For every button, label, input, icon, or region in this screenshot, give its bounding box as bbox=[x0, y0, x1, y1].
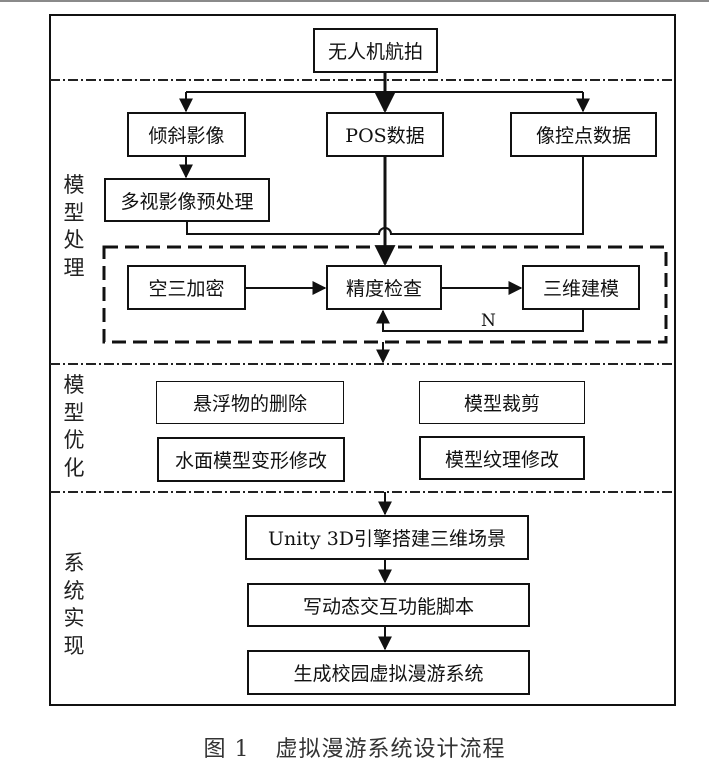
node-label: 三维建模 bbox=[542, 278, 619, 300]
node-gcp-data: 像控点数据 bbox=[510, 112, 657, 157]
node-aerotriangulation: 空三加密 bbox=[127, 265, 246, 310]
node-label: 模型裁剪 bbox=[463, 393, 540, 415]
node-generate-system: 生成校园虚拟漫游系统 bbox=[247, 650, 530, 695]
node-label: 生成校园虚拟漫游系统 bbox=[293, 663, 484, 685]
node-label: POS数据 bbox=[345, 125, 425, 147]
node-accuracy-check: 精度检查 bbox=[326, 265, 442, 310]
node-label: 空三加密 bbox=[148, 278, 225, 300]
section-label-model-processing: 模型处理 bbox=[63, 173, 85, 280]
node-oblique-imagery: 倾斜影像 bbox=[127, 112, 246, 157]
node-label: Unity 3D引擎搭建三维场景 bbox=[267, 528, 507, 550]
node-label: 像控点数据 bbox=[535, 125, 631, 147]
outer-frame bbox=[49, 14, 676, 706]
node-float-removal: 悬浮物的删除 bbox=[156, 381, 344, 424]
edge-modeling-feedback bbox=[376, 309, 584, 332]
node-water-surface-fix: 水面模型变形修改 bbox=[157, 437, 345, 482]
node-label: 模型纹理修改 bbox=[444, 448, 559, 471]
figure-caption: 图 1 虚拟漫游系统设计流程 bbox=[0, 731, 709, 763]
node-label: 写动态交互功能脚本 bbox=[302, 595, 474, 618]
node-uav-aerial-photo: 无人机航拍 bbox=[313, 28, 438, 73]
page-top-rule bbox=[0, 0, 709, 2]
node-unity-scene: Unity 3D引擎搭建三维场景 bbox=[245, 515, 529, 560]
node-pos-data: POS数据 bbox=[326, 112, 444, 157]
node-model-crop: 模型裁剪 bbox=[419, 381, 585, 424]
node-3d-modeling: 三维建模 bbox=[522, 265, 640, 310]
node-label: 无人机航拍 bbox=[327, 41, 423, 63]
node-label: 水面模型变形修改 bbox=[174, 450, 327, 472]
node-label: 精度检查 bbox=[345, 278, 422, 300]
node-label: 倾斜影像 bbox=[148, 125, 225, 147]
node-label: 多视影像预处理 bbox=[120, 190, 254, 213]
figure-number: 图 1 bbox=[203, 737, 250, 762]
node-texture-fix: 模型纹理修改 bbox=[419, 436, 585, 480]
node-label: 悬浮物的删除 bbox=[192, 393, 307, 415]
section-label-model-optimization: 模型优化 bbox=[63, 373, 85, 480]
node-multiview-preprocess: 多视影像预处理 bbox=[104, 178, 270, 222]
feedback-label-n: N bbox=[481, 311, 496, 331]
figure-title: 虚拟漫游系统设计流程 bbox=[275, 737, 506, 762]
node-interaction-script: 写动态交互功能脚本 bbox=[247, 583, 530, 627]
section-label-system-implementation: 系统实现 bbox=[63, 551, 85, 658]
